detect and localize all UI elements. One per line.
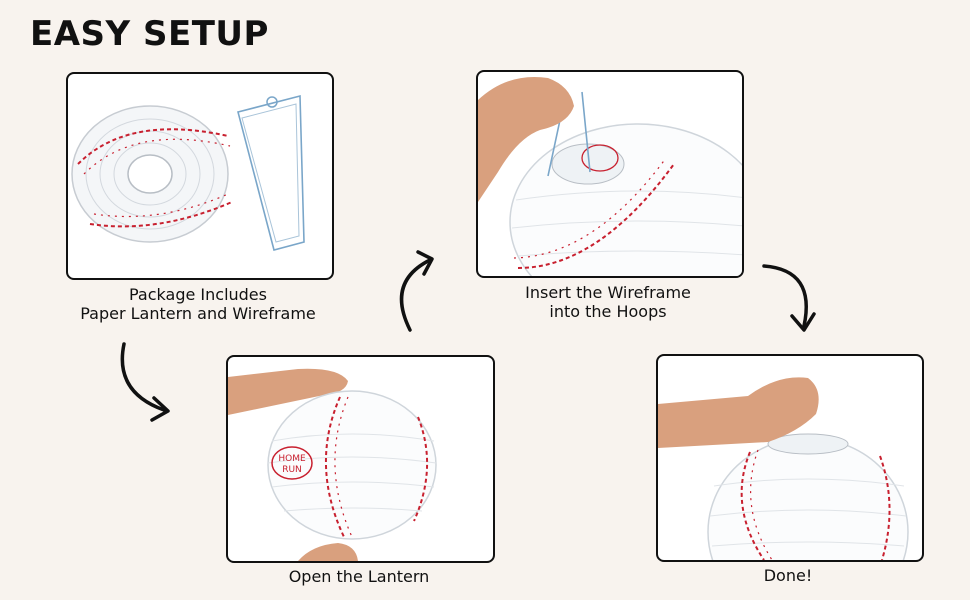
step-2-caption: Open the Lantern (226, 567, 492, 586)
step-3-caption-line-2: into the Hoops (549, 302, 667, 321)
open-lantern-illustration: HOME RUN (228, 368, 437, 561)
step-4-caption: Done! (656, 566, 920, 585)
page-title: EASY SETUP (30, 14, 269, 54)
stamp-line-1: HOME (278, 454, 306, 464)
stamp-line-2: RUN (282, 465, 302, 475)
step-4-caption-line-1: Done! (763, 566, 813, 585)
step-4-image-panel (656, 354, 924, 562)
step-3-caption-line-1: Insert the Wireframe (525, 283, 691, 302)
step-1-caption-line-2: Paper Lantern and Wireframe (80, 304, 316, 323)
insert-wireframe-illustration (478, 76, 742, 276)
curved-arrow-icon (399, 250, 434, 332)
curved-arrow-icon (762, 264, 816, 332)
step-3-image-panel (476, 70, 744, 278)
finished-lantern-illustration (658, 377, 909, 560)
step-3-caption: Insert the Wireframe into the Hoops (476, 283, 740, 321)
step-2-image-panel: HOME RUN (226, 355, 495, 563)
step-2-caption-line-1: Open the Lantern (288, 567, 430, 586)
curved-arrow-icon (120, 342, 170, 422)
step-1-caption-line-1: Package Includes (129, 285, 267, 304)
step-1-caption: Package Includes Paper Lantern and Wiref… (56, 285, 340, 323)
package-contents-illustration (71, 94, 305, 251)
step-1-image-panel (66, 72, 334, 280)
